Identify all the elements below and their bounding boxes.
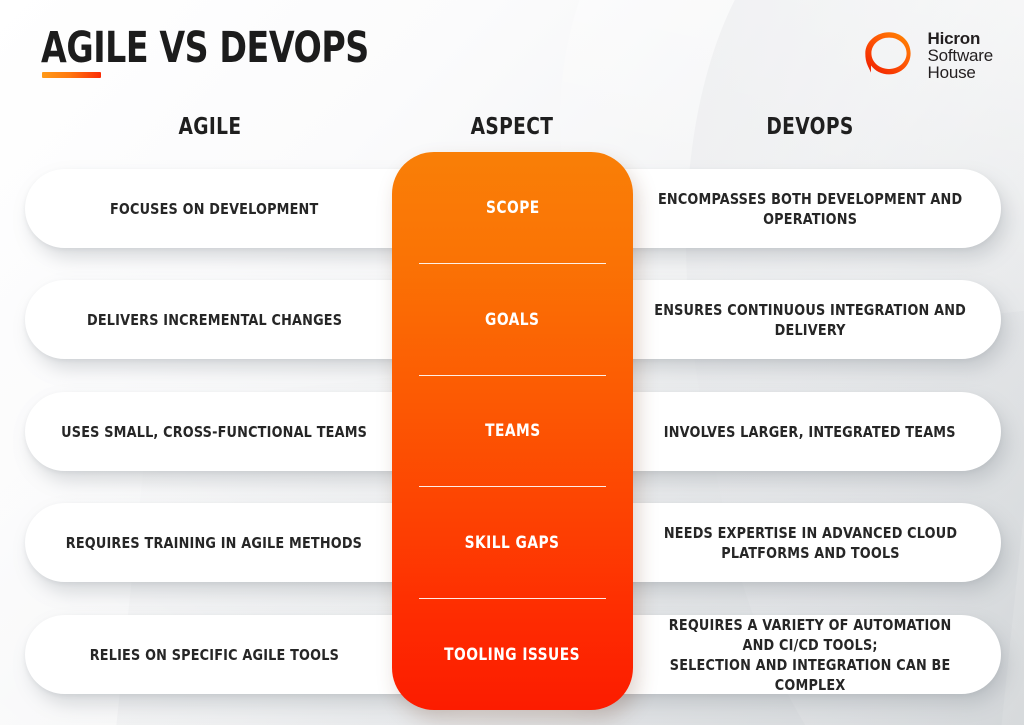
aspect-row-1: SCOPE [392, 152, 633, 264]
page-title: AGILE VS DEVOPS [41, 23, 369, 73]
aspect-row-4: SKILL GAPS [392, 487, 633, 599]
column-header-agile: AGILE [178, 114, 242, 140]
column-header-aspect: ASPECT [470, 114, 554, 140]
aspect-label: TOOLING ISSUES [444, 644, 581, 664]
agile-text: RELIES ON SPECIFIC AGILE TOOLS [89, 645, 340, 664]
aspect-row-3: TEAMS [392, 375, 633, 487]
aspect-divider-3 [419, 486, 606, 487]
agile-text: USES SMALL, CROSS-FUNCTIONAL TEAMS [61, 422, 368, 441]
hicron-ring-icon [864, 32, 911, 75]
aspect-divider-4 [419, 598, 606, 599]
aspect-row-2: GOALS [392, 264, 633, 376]
brand-name-line2: Software [927, 45, 994, 65]
devops-text: ENCOMPASSES BOTH DEVELOPMENT AND OPERATI… [657, 189, 963, 228]
agile-text: DELIVERS INCREMENTAL CHANGES [86, 310, 342, 329]
agile-text: FOCUSES ON DEVELOPMENT [110, 199, 319, 218]
devops-text: INVOLVES LARGER, INTEGRATED TEAMS [664, 422, 957, 441]
aspect-label: SKILL GAPS [465, 533, 560, 553]
column-header-devops: DEVOPS [766, 114, 854, 140]
aspect-label: TEAMS [484, 421, 541, 441]
aspect-divider-2 [419, 375, 606, 376]
aspect-divider-1 [419, 263, 606, 264]
aspect-panel: SCOPE GOALS TEAMS SKILL GAPS TOOLING ISS… [392, 152, 633, 710]
brand-logo-text: Hicron Software House [928, 30, 994, 81]
agile-text: REQUIRES TRAINING IN AGILE METHODS [66, 533, 363, 552]
aspect-row-5: TOOLING ISSUES [392, 598, 633, 710]
devops-text: ENSURES CONTINUOUS INTEGRATION AND DELIV… [654, 300, 966, 339]
brand-logo: Hicron Software House [862, 28, 994, 82]
aspect-label: SCOPE [485, 198, 540, 218]
brand-name-line3: House [927, 62, 976, 82]
devops-text: REQUIRES A VARIETY OF AUTOMATION AND CI/… [668, 615, 952, 694]
devops-text: NEEDS EXPERTISE IN ADVANCED CLOUD PLATFO… [663, 523, 957, 562]
title-underline [42, 72, 101, 78]
brand-name-line1: Hicron [927, 28, 981, 48]
aspect-label: GOALS [485, 309, 540, 329]
